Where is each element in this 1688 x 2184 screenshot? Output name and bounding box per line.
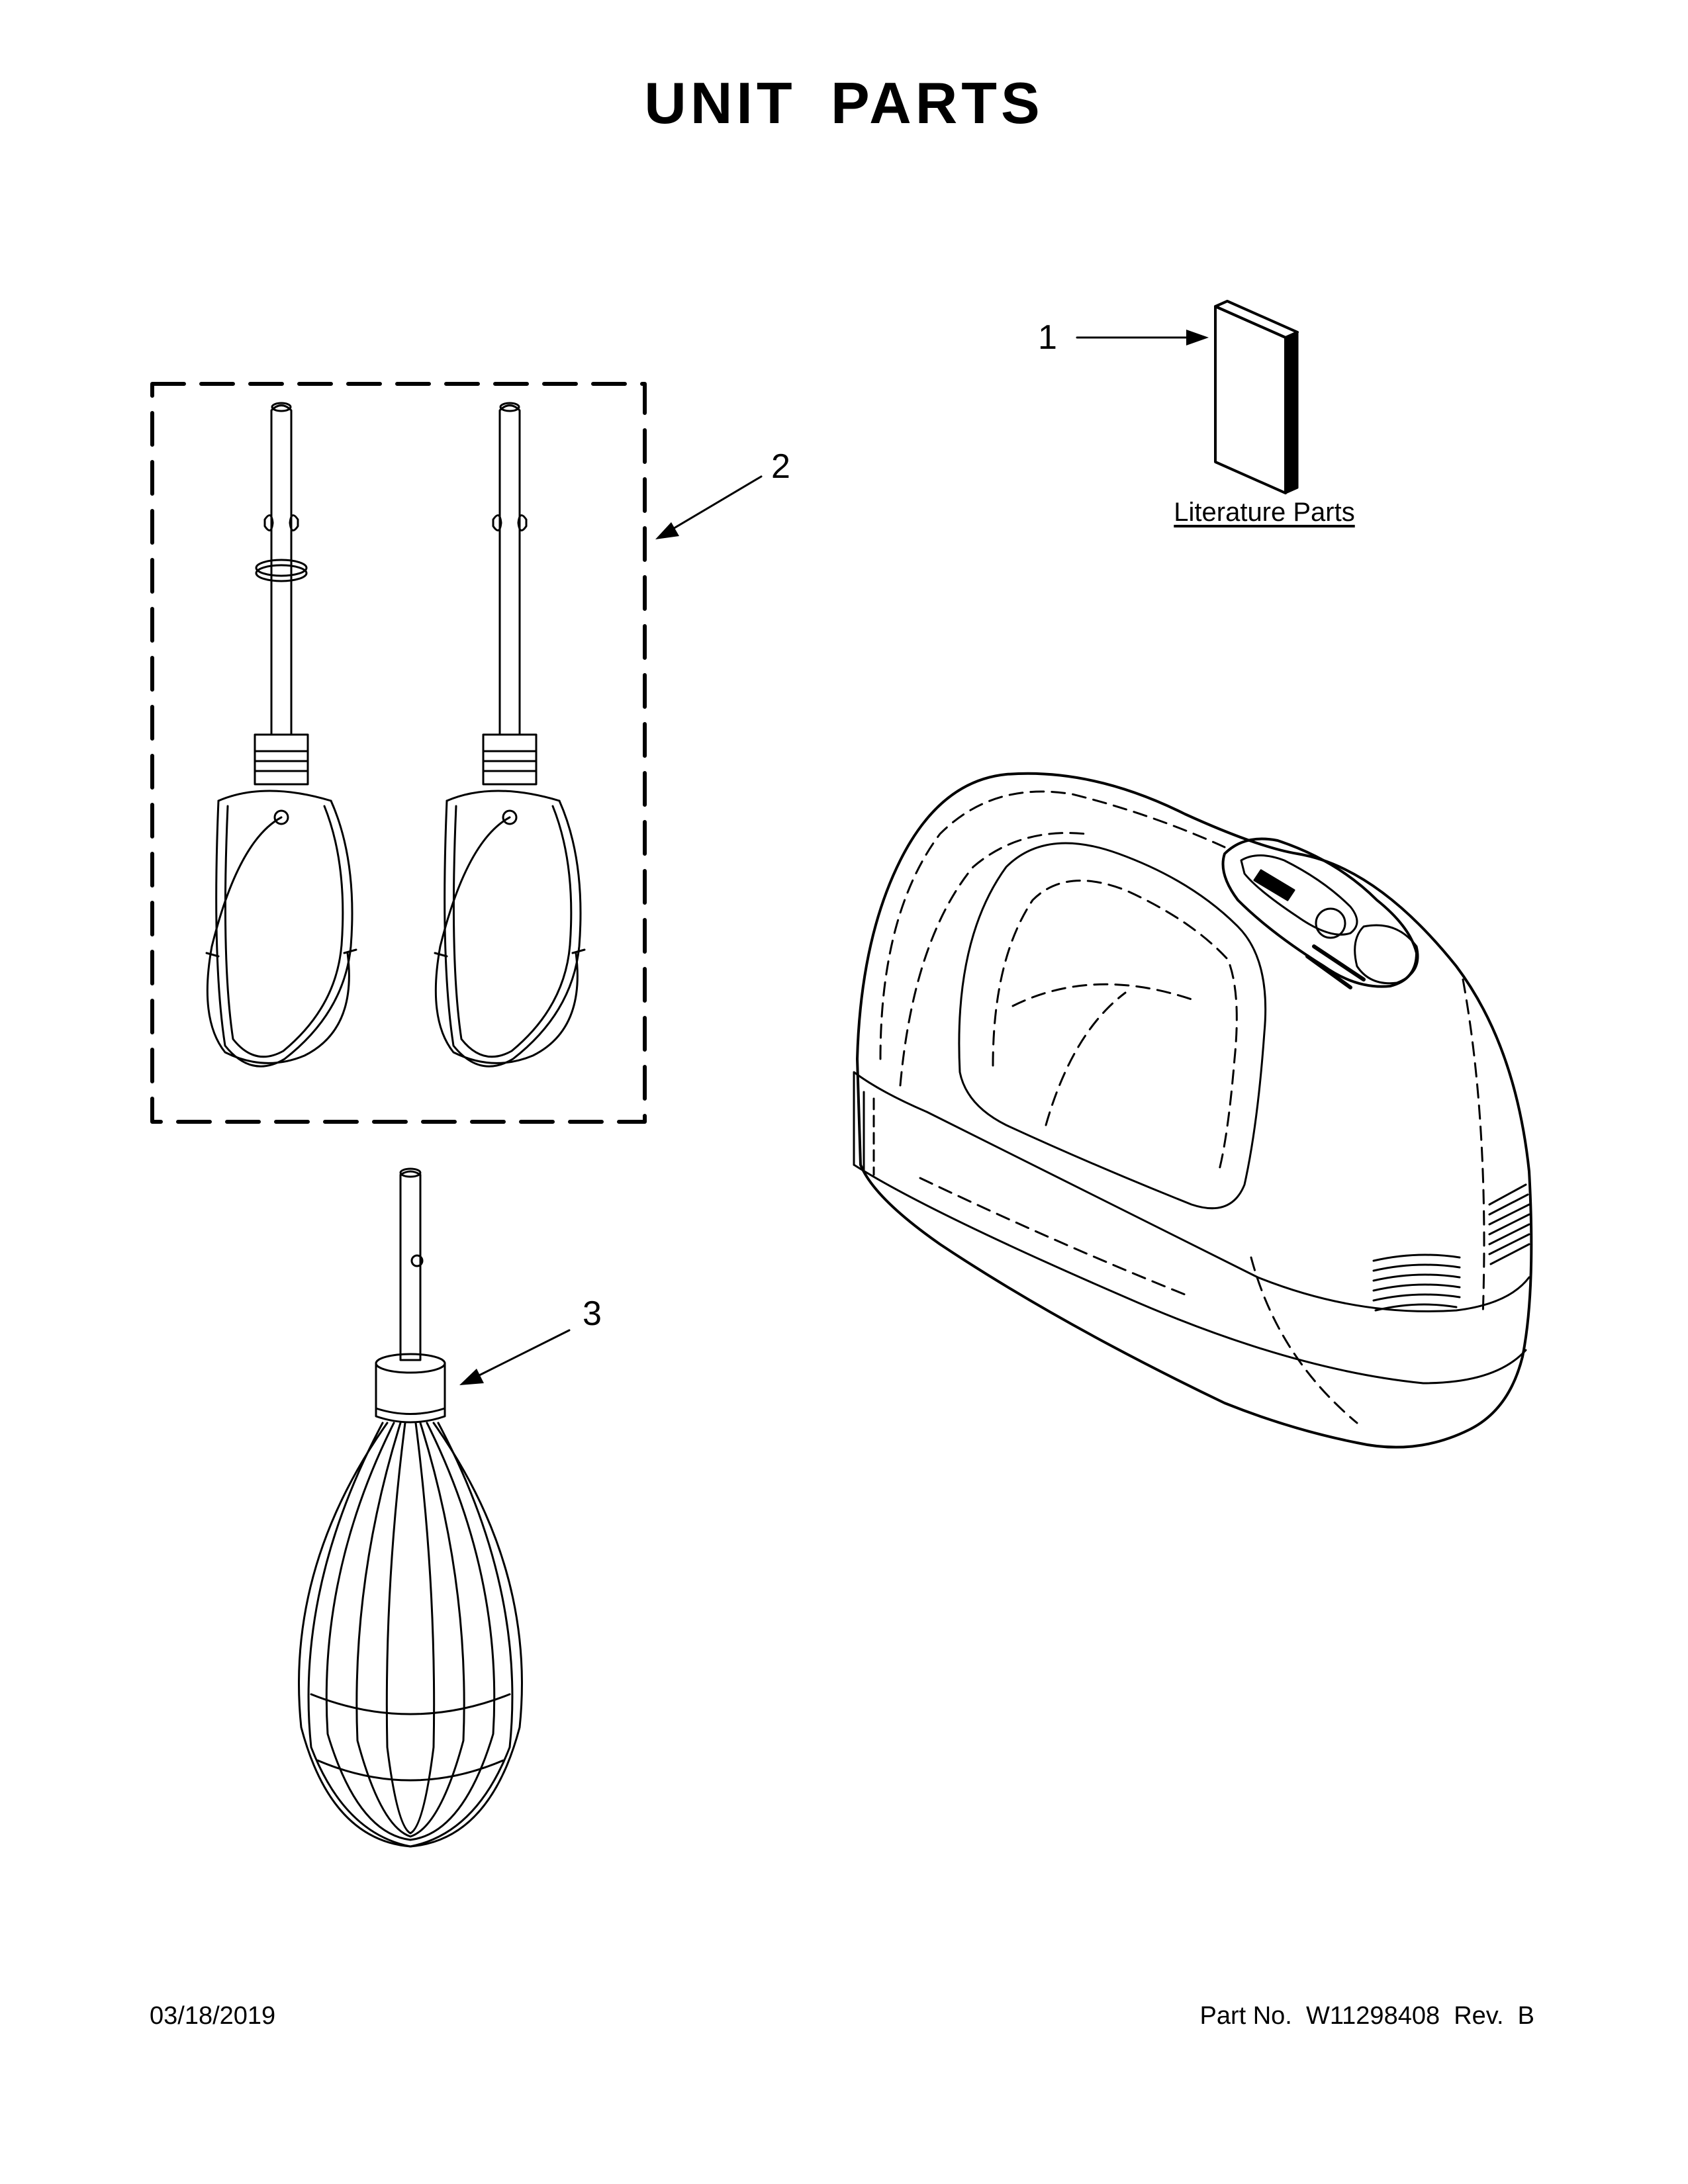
footer-part-number: Part No. W11298408 Rev. B bbox=[1199, 2002, 1534, 2030]
callout-1-number: 1 bbox=[1038, 318, 1057, 357]
callout-2-number: 2 bbox=[771, 447, 790, 486]
beater-left-drawing bbox=[207, 403, 356, 1066]
page-title: UNIT PARTS bbox=[644, 70, 1044, 136]
callout-3-number: 3 bbox=[583, 1295, 602, 1333]
beaters-dashed-box bbox=[152, 384, 645, 1122]
beater-right-drawing bbox=[435, 403, 585, 1066]
whisk-drawing bbox=[299, 1169, 522, 1846]
callout-3-arrow bbox=[459, 1330, 569, 1385]
callout-2-arrow bbox=[655, 477, 761, 539]
literature-booklet-drawing bbox=[1215, 301, 1297, 493]
hand-mixer-body-drawing bbox=[854, 774, 1531, 1447]
callout-1-arrow bbox=[1077, 330, 1209, 345]
literature-parts-link[interactable]: Literature Parts bbox=[1174, 498, 1355, 527]
footer-date: 03/18/2019 bbox=[150, 2002, 276, 2030]
